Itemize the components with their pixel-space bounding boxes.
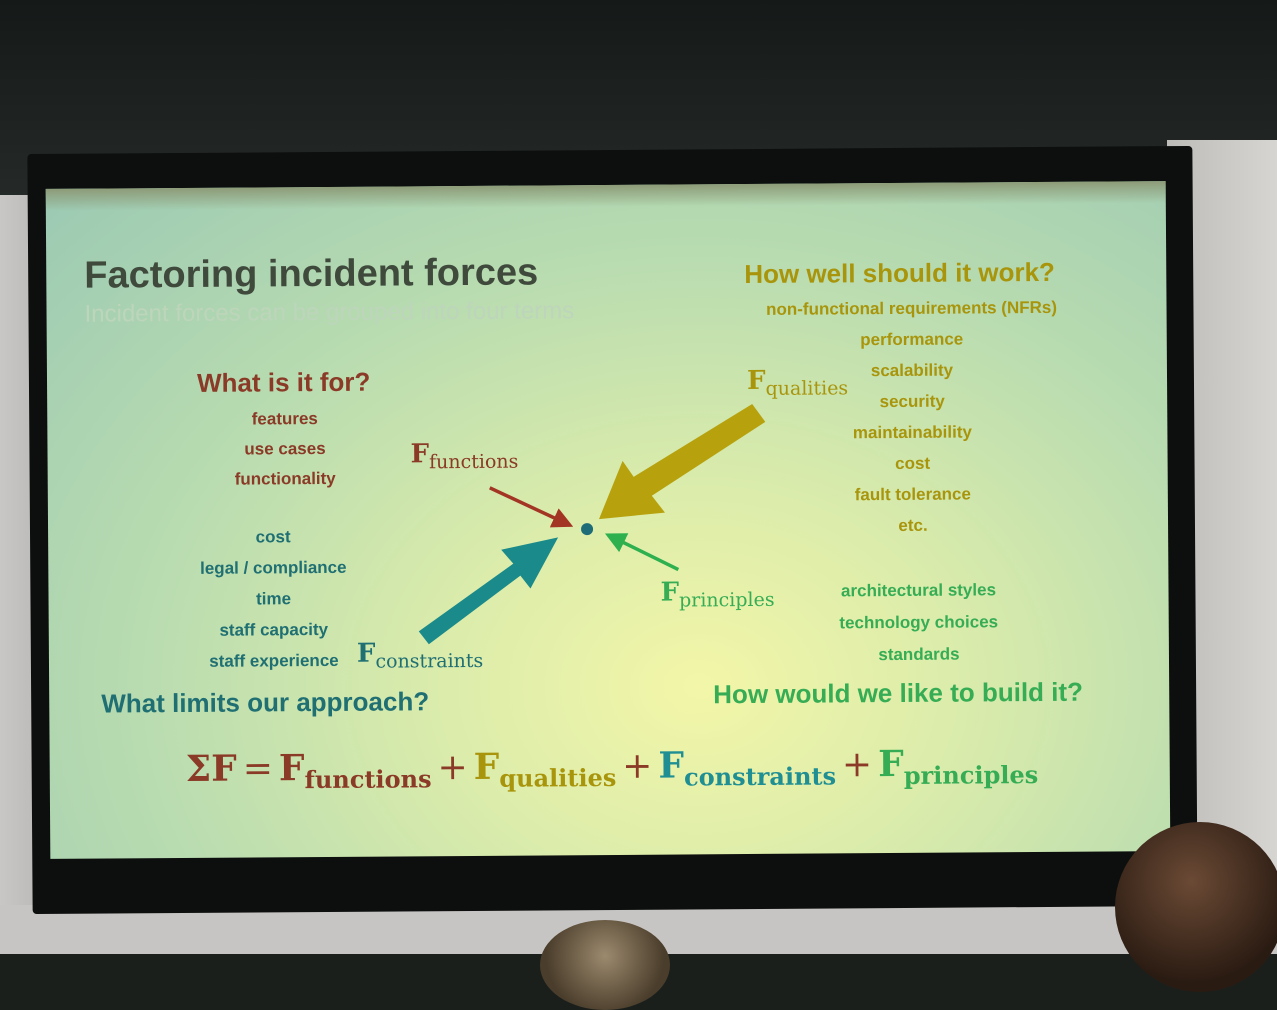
force-arrow-icon bbox=[598, 403, 766, 520]
force-arrow-icon bbox=[489, 486, 574, 528]
force-arrow-icon bbox=[604, 533, 680, 572]
equation-term-constraints: Fconstraints bbox=[658, 744, 837, 792]
audience-head bbox=[540, 920, 670, 1010]
equation-sigma: ΣF bbox=[185, 747, 237, 790]
equation-term-principles: Fprinciples bbox=[878, 742, 1039, 790]
equation-term-functions: Ffunctions bbox=[278, 747, 432, 795]
force-diagram bbox=[418, 403, 766, 645]
force-arrow-icon bbox=[418, 537, 559, 645]
sum-of-forces-equation: ΣF=Ffunctions+Fqualities+Fconstraints+Fp… bbox=[185, 742, 1039, 795]
equation-term-qualities: Fqualities bbox=[473, 745, 617, 793]
audience-head bbox=[1115, 822, 1277, 992]
center-point-icon bbox=[581, 523, 594, 536]
presentation-slide: Factoring incident forces Incident force… bbox=[45, 181, 1171, 859]
